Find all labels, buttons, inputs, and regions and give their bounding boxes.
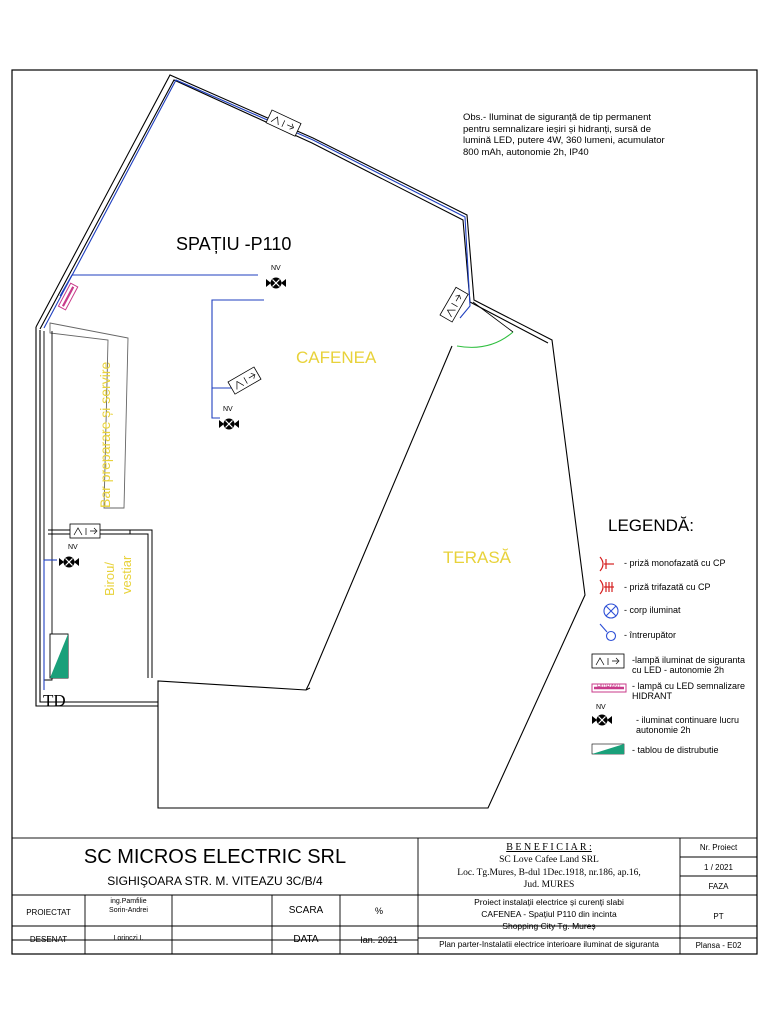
room-label-birou: Birou/ xyxy=(102,562,117,596)
beneficiar-label: B E N E F I C I A R : xyxy=(506,842,592,853)
project-title-1: Proiect instalații electrice și curenți … xyxy=(474,897,624,907)
continuous-work-light-icon xyxy=(219,418,239,430)
date-label: DATA xyxy=(293,934,319,945)
designer-name-2: Sorin-Andrei xyxy=(109,907,148,914)
room-label-terasa: TERASĂ xyxy=(443,548,512,567)
emergency-lamp-icon xyxy=(69,523,101,539)
nv-label: NV xyxy=(223,406,233,413)
continuous-work-light-icon xyxy=(59,556,79,568)
nv-label: NV xyxy=(68,544,78,551)
beneficiar-name: SC Love Cafee Land SRL xyxy=(499,855,599,865)
distribution-board-icon xyxy=(591,743,625,755)
legend-title: LEGENDĂ: xyxy=(608,516,694,535)
building-walls xyxy=(35,74,586,809)
legend-item-label: - întrerupător xyxy=(624,630,677,640)
emergency-lamp-icon xyxy=(591,653,625,669)
legend-item-label: - lampă cu LED semnalizare HIDRANT xyxy=(632,681,746,701)
emergency-lamp-icon xyxy=(439,286,469,323)
legend-item-label: - iluminat continuare lucru autonomie 2h xyxy=(636,715,740,735)
drawn-by-label: DESENAT xyxy=(29,935,68,944)
continuous-work-light-icon xyxy=(592,714,612,726)
door-swing xyxy=(456,331,514,348)
scale-label: SCARA xyxy=(288,905,324,916)
phase-value: PT xyxy=(713,912,724,921)
legend-item-label: - corp iluminat xyxy=(624,605,681,615)
hydrant-lamp-icon xyxy=(57,282,79,311)
title-block-grid xyxy=(11,837,758,955)
scale-value: % xyxy=(374,906,383,916)
project-title-3: Shopping City Tg. Mureș xyxy=(502,921,596,931)
legend-item-label: - priză monofazată cu CP xyxy=(624,558,726,568)
phase-label: FAZA xyxy=(708,882,729,891)
three-phase-socket-icon xyxy=(599,579,614,595)
company-address: SIGHIŞOARA STR. M. VITEAZU 3C/B/4 xyxy=(107,874,323,888)
switch-icon xyxy=(599,623,617,642)
hydrant-tag-text: HIDRANT xyxy=(597,684,622,690)
beneficiar-address-2: Jud. MURES xyxy=(523,880,575,890)
light-fixture-icon xyxy=(603,603,619,619)
project-number-label: Nr. Proiect xyxy=(699,843,738,852)
sheet-number: Plansa - E02 xyxy=(695,941,742,950)
sheet-frame xyxy=(11,69,758,955)
panel-label: TD xyxy=(43,691,66,710)
designed-by-label: PROIECTAT xyxy=(26,908,71,917)
room-label-vestiar: vestiar xyxy=(119,555,134,594)
observations-note: Obs.- Iluminat de siguranță de tip perma… xyxy=(463,112,665,158)
emergency-lamp-icon xyxy=(227,366,262,395)
legend-item-label: -lampă iluminat de siguranta cu LED - au… xyxy=(632,655,746,675)
nv-label: NV xyxy=(596,704,606,711)
hydrant-lamp-icon xyxy=(591,683,627,693)
continuous-work-light-icon xyxy=(266,277,286,289)
legend-item-label: - tablou de distrubutie xyxy=(632,745,719,755)
date-value: Ian. 2021 xyxy=(360,935,398,945)
emergency-lamp-icon xyxy=(265,109,302,137)
room-label-bar: Bar preparare și servire xyxy=(97,361,113,508)
emergency-circuit-wiring xyxy=(43,79,471,690)
plan-title: Plan parter-Instalatii electrice interio… xyxy=(439,940,659,949)
legend-item-label: - priză trifazată cu CP xyxy=(624,582,711,592)
distribution-board-icon xyxy=(49,633,69,679)
beneficiar-address-1: Loc. Tg.Mures, B-dul 1Dec.1918, nr.186, … xyxy=(457,868,641,878)
project-number-value: 1 / 2021 xyxy=(704,863,733,872)
space-label: SPAȚIU -P110 xyxy=(176,234,292,254)
company-name: SC MICROS ELECTRIC SRL xyxy=(83,846,347,868)
project-title-2: CAFENEA - Spațiul P110 din incinta xyxy=(481,909,617,919)
room-label-cafenea: CAFENEA xyxy=(296,348,377,367)
designer-name-1: ing.Pamfilie xyxy=(110,898,147,905)
single-phase-socket-icon xyxy=(599,556,614,572)
nv-label: NV xyxy=(271,265,281,272)
drawn-by-name: Lorinczi I. xyxy=(113,935,144,942)
